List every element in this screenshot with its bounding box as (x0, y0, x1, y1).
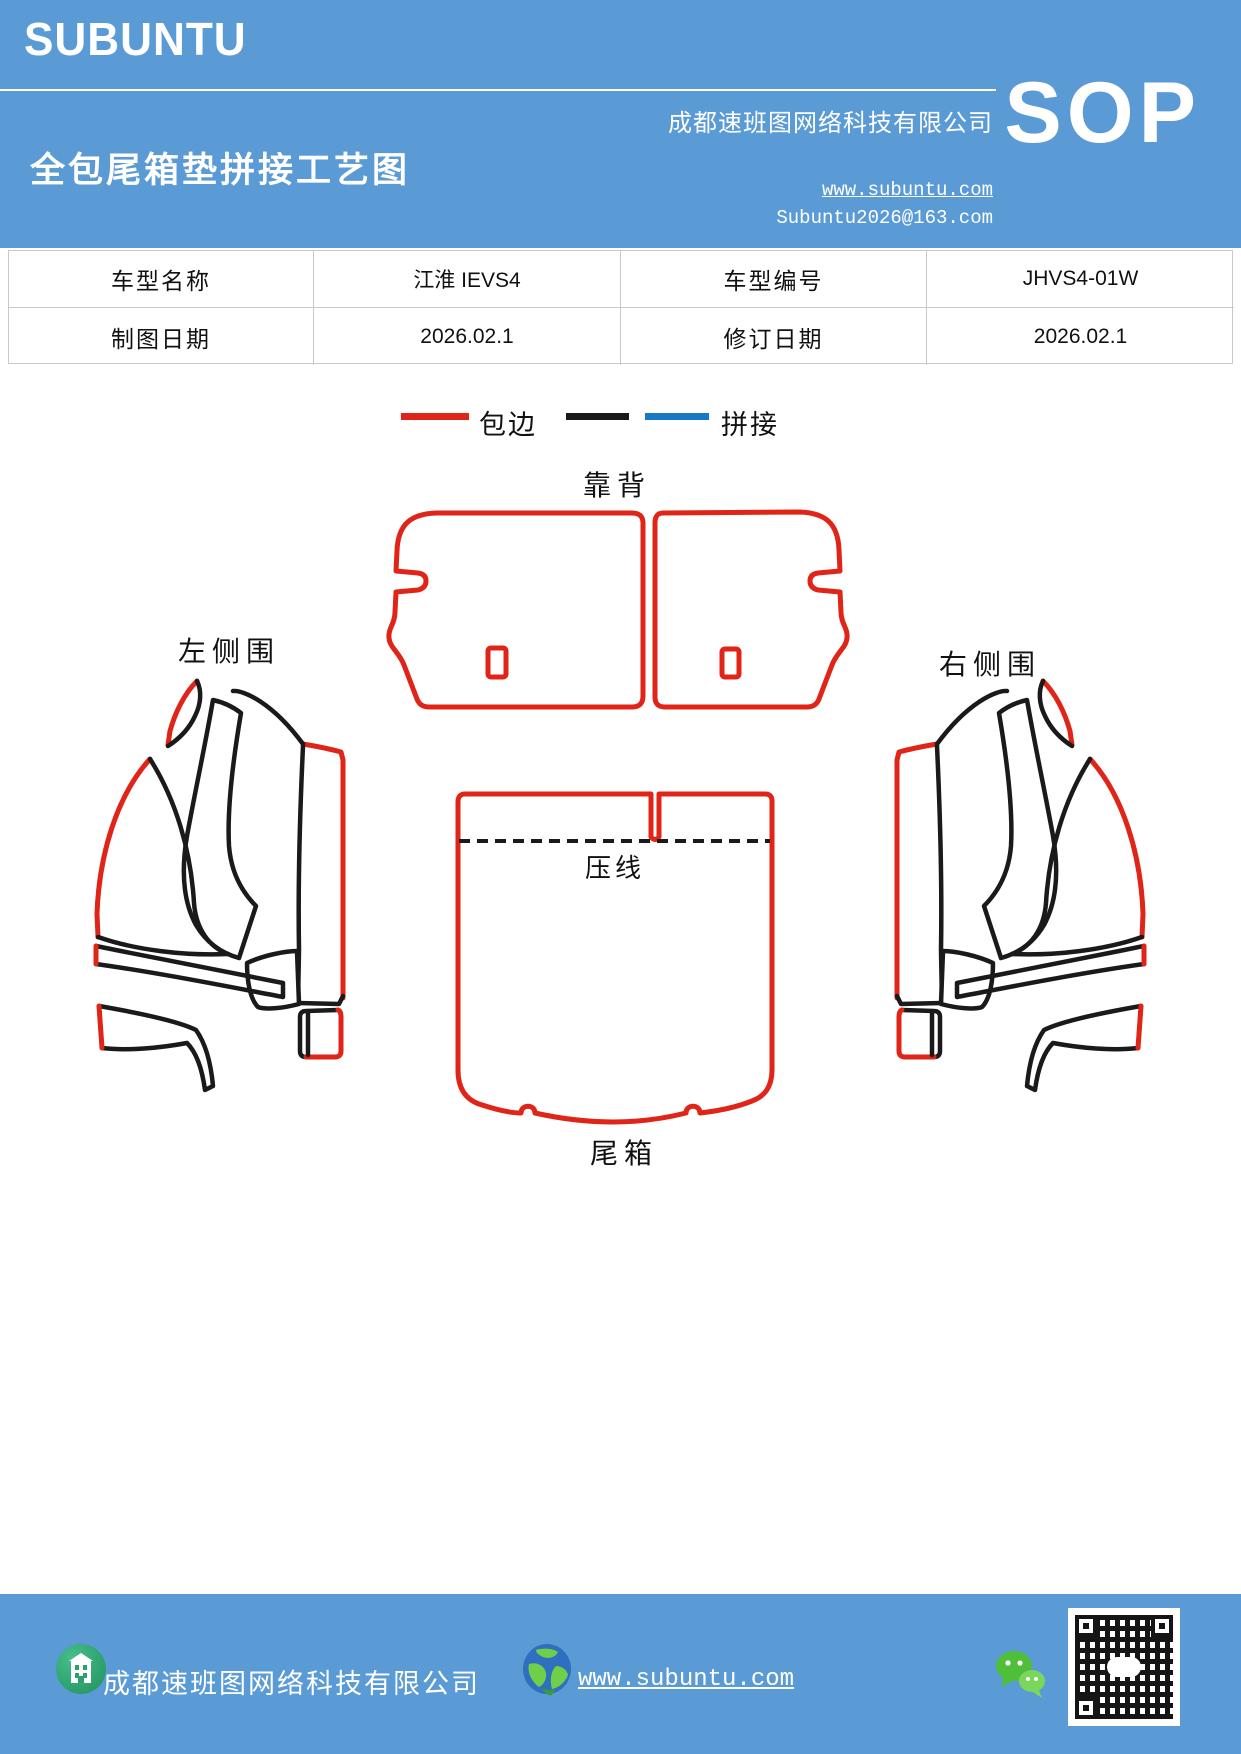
press-line-label: 压线 (584, 853, 646, 883)
backrest-left-slot (485, 645, 509, 680)
table-cell-model-name-label: 车型名称 (9, 251, 314, 308)
left-side-panel (93, 678, 346, 1093)
trunk-outline (455, 791, 775, 1125)
legend-binding-label: 包边 (479, 410, 537, 440)
page-title: 全包尾箱垫拼接工艺图 (30, 151, 411, 190)
qr-finder-bottom-left (1075, 1697, 1097, 1719)
backrest-right-outline (652, 509, 850, 710)
spec-table: 车型名称 江淮 IEVS4 车型编号 JHVS4-01W 制图日期 2026.0… (8, 250, 1234, 365)
legend-splice-label: 拼接 (721, 410, 779, 440)
qr-finder-top-left (1075, 1615, 1097, 1637)
wechat-icon (995, 1650, 1047, 1700)
header-website-link[interactable]: www.subuntu.com (821, 179, 993, 201)
backrest-label: 靠背 (582, 470, 652, 501)
legend-splice-swatch-black (566, 413, 629, 420)
sop-badge: SOP (1004, 65, 1201, 161)
table-cell-model-code-value: JHVS4-01W (927, 251, 1234, 308)
right-side-panel (897, 681, 1144, 1090)
right-side-label: 右侧围 (938, 649, 1042, 680)
table-cell-rev-date-value: 2026.02.1 (1033, 324, 1128, 348)
globe-icon (522, 1644, 572, 1696)
header-email: Subuntu2026@163.com (776, 207, 993, 229)
header-company-name: 成都速班图网络科技有限公司 (668, 111, 993, 137)
table-cell-rev-date-label: 修订日期 (621, 308, 927, 365)
building-icon (56, 1644, 106, 1694)
table-cell-draw-date-label: 制图日期 (9, 308, 314, 365)
qr-center-logo (1107, 1657, 1141, 1677)
header-divider (0, 89, 996, 91)
table-cell-draw-date-value: 2026.02.1 (314, 308, 621, 365)
qr-code (1068, 1608, 1180, 1726)
trunk-label: 尾箱 (589, 1138, 659, 1169)
table-cell-model-code-label: 车型编号 (621, 251, 927, 308)
backrest-left-outline (386, 510, 646, 710)
qr-finder-top-right (1151, 1615, 1173, 1637)
footer-company-name: 成都速班图网络科技有限公司 (103, 1669, 480, 1699)
legend-splice-swatch-blue (645, 413, 709, 420)
footer: 成都速班图网络科技有限公司 www.subuntu.com (0, 1594, 1241, 1754)
footer-website-link[interactable]: www.subuntu.com (578, 1666, 795, 1693)
legend-binding-swatch (401, 413, 469, 420)
company-logo: SUBUNTU (24, 13, 247, 65)
qr-pattern (1075, 1615, 1173, 1719)
left-side-label: 左侧围 (177, 636, 281, 667)
table-cell-model-name-value: 江淮 IEVS4 (314, 251, 621, 308)
header: SUBUNTU 全包尾箱垫拼接工艺图 成都速班图网络科技有限公司 www.sub… (0, 0, 1241, 248)
backrest-right-slot (719, 646, 742, 680)
